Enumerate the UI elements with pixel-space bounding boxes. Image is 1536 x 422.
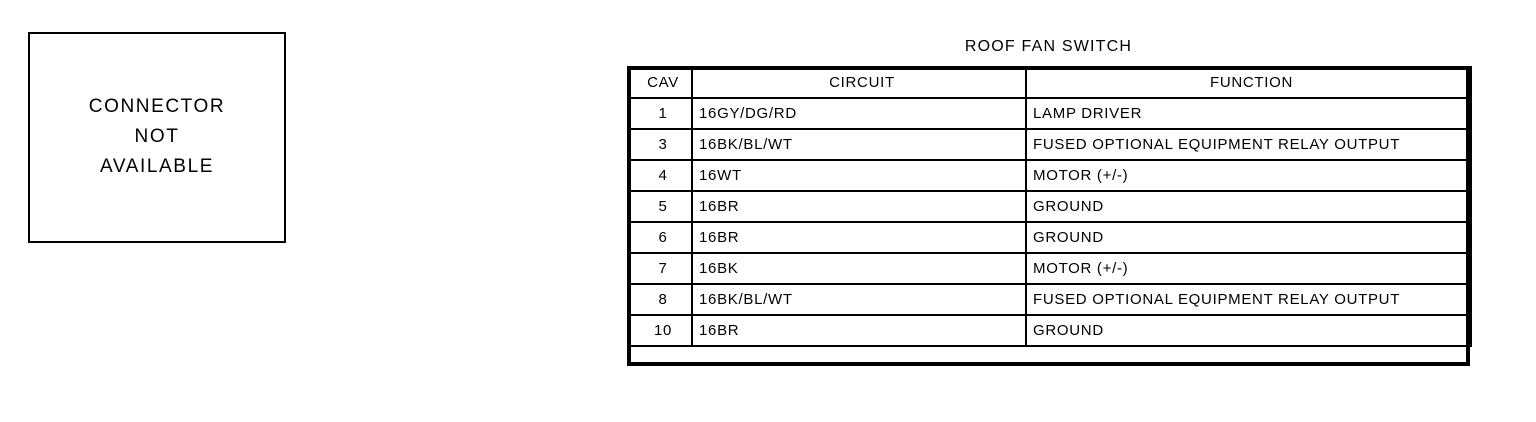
table-row: 8 16BK/BL/WT FUSED OPTIONAL EQUIPMENT RE… (627, 283, 1472, 316)
cell-circuit: 16BR (691, 314, 1027, 347)
table-row: 1 16GY/DG/RD LAMP DRIVER (627, 97, 1472, 130)
cell-cav: 4 (627, 159, 693, 192)
cell-cav: 7 (627, 252, 693, 285)
cell-circuit: 16GY/DG/RD (691, 97, 1027, 130)
cell-circuit: 16BK/BL/WT (691, 283, 1027, 316)
cell-function: FUSED OPTIONAL EQUIPMENT RELAY OUTPUT (1025, 128, 1472, 161)
cell-function: GROUND (1025, 221, 1472, 254)
cell-circuit: 16WT (691, 159, 1027, 192)
cell-function: MOTOR (+/-) (1025, 159, 1472, 192)
cell-circuit: 16BR (691, 221, 1027, 254)
column-header-function: FUNCTION (1025, 66, 1472, 99)
table-row: 7 16BK MOTOR (+/-) (627, 252, 1472, 285)
cell-function: GROUND (1025, 314, 1472, 347)
table-row: 10 16BR GROUND (627, 314, 1472, 347)
cell-circuit: 16BK (691, 252, 1027, 285)
connector-placeholder-box: CONNECTOR NOT AVAILABLE (28, 32, 286, 243)
cell-function: GROUND (1025, 190, 1472, 223)
cell-function: LAMP DRIVER (1025, 97, 1472, 130)
table-row: 6 16BR GROUND (627, 221, 1472, 254)
cell-cav: 8 (627, 283, 693, 316)
cell-cav: 1 (627, 97, 693, 130)
table-header-row: CAV CIRCUIT FUNCTION (627, 66, 1472, 99)
cell-function: MOTOR (+/-) (1025, 252, 1472, 285)
pinout-table: CAV CIRCUIT FUNCTION 1 16GY/DG/RD LAMP D… (627, 66, 1472, 347)
cell-cav: 10 (627, 314, 693, 347)
cell-circuit: 16BK/BL/WT (691, 128, 1027, 161)
column-header-cav: CAV (627, 66, 693, 99)
table-title: ROOF FAN SWITCH (964, 38, 1133, 55)
cell-circuit: 16BR (691, 190, 1027, 223)
table-row: 5 16BR GROUND (627, 190, 1472, 223)
column-header-circuit: CIRCUIT (691, 66, 1027, 99)
cell-function: FUSED OPTIONAL EQUIPMENT RELAY OUTPUT (1025, 283, 1472, 316)
cell-cav: 3 (627, 128, 693, 161)
cell-cav: 5 (627, 190, 693, 223)
table-row: 4 16WT MOTOR (+/-) (627, 159, 1472, 192)
cell-cav: 6 (627, 221, 693, 254)
connector-unavailable-label: CONNECTOR NOT AVAILABLE (88, 96, 226, 177)
table-row: 3 16BK/BL/WT FUSED OPTIONAL EQUIPMENT RE… (627, 128, 1472, 161)
